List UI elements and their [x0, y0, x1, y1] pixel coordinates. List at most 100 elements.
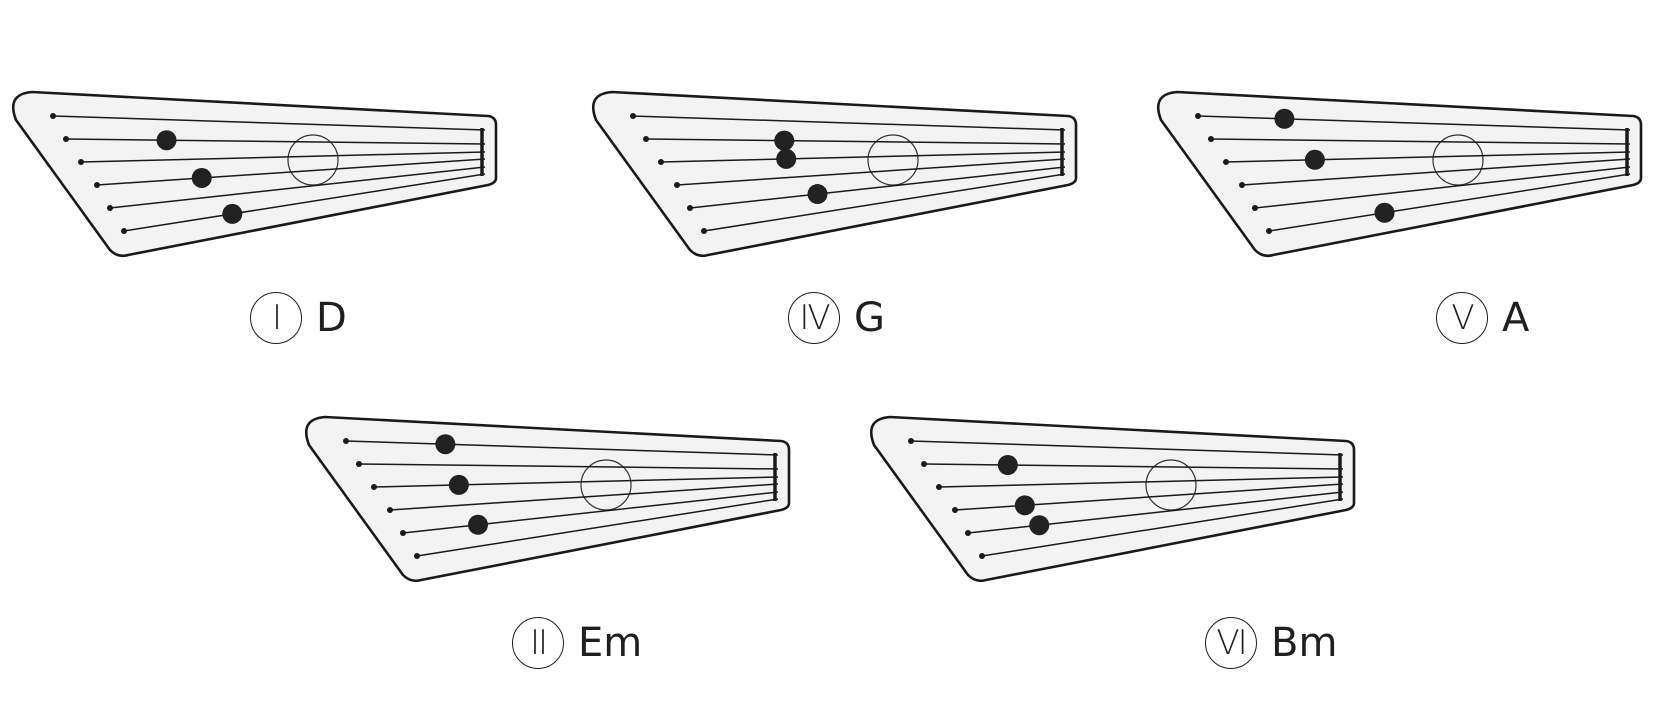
string-anchor-2 — [1208, 136, 1214, 142]
finger-dot-3 — [807, 184, 828, 205]
sound-hole — [1145, 459, 1197, 511]
string-anchor-2 — [63, 136, 69, 142]
string-anchor-2 — [921, 461, 927, 467]
string-anchor-6 — [121, 228, 127, 234]
string-anchor-3 — [371, 484, 377, 490]
chord-diagram-5 — [868, 415, 1428, 615]
zither-body-5 — [869, 415, 1356, 583]
roman-numeral-circle: VI — [1205, 617, 1257, 669]
string-anchor-1 — [1195, 113, 1201, 119]
chord-diagram-3 — [1155, 90, 1680, 290]
string-anchor-5 — [1252, 205, 1258, 211]
finger-dot-2 — [1014, 495, 1035, 516]
string-anchor-2 — [356, 461, 362, 467]
string-anchor-3 — [936, 484, 942, 490]
chord-name: G — [854, 295, 885, 341]
string-anchor-6 — [979, 553, 985, 559]
string-anchor-1 — [50, 113, 56, 119]
string-2 — [645, 138, 1066, 145]
string-6 — [123, 173, 486, 232]
string-6 — [981, 498, 1344, 557]
zither-body-1 — [11, 90, 498, 258]
string-anchor-1 — [630, 113, 636, 119]
string-anchor-4 — [674, 182, 680, 188]
string-2 — [358, 463, 779, 470]
chord-caption-4: II Em — [512, 613, 642, 673]
string-anchor-6 — [414, 553, 420, 559]
finger-dot-1 — [1274, 108, 1295, 129]
finger-dot-2 — [448, 474, 469, 495]
string-anchor-4 — [1239, 182, 1245, 188]
string-anchor-6 — [1266, 228, 1272, 234]
chord-caption-3: V A — [1436, 288, 1529, 348]
finger-dot-3 — [222, 203, 243, 224]
string-1 — [632, 115, 1066, 131]
zither-body-2 — [591, 90, 1078, 258]
finger-dot-1 — [156, 130, 177, 151]
string-anchor-4 — [387, 507, 393, 513]
string-anchor-4 — [94, 182, 100, 188]
string-5 — [689, 166, 1066, 209]
string-anchor-3 — [658, 159, 664, 165]
string-3 — [938, 476, 1344, 488]
string-5 — [109, 166, 486, 209]
roman-numeral-circle: II — [512, 617, 564, 669]
roman-numeral-circle: V — [1436, 292, 1488, 344]
string-4 — [96, 158, 486, 186]
string-4 — [676, 158, 1066, 186]
string-3 — [660, 151, 1066, 163]
string-2 — [65, 138, 486, 145]
string-6 — [416, 498, 779, 557]
chord-caption-2: IV G — [788, 288, 885, 348]
string-anchor-6 — [701, 228, 707, 234]
string-5 — [402, 491, 779, 534]
string-anchor-5 — [965, 530, 971, 536]
string-anchor-3 — [1223, 159, 1229, 165]
roman-numeral-circle: I — [250, 292, 302, 344]
finger-dot-2 — [191, 167, 212, 188]
sound-hole — [580, 459, 632, 511]
chord-diagram-2 — [590, 90, 1150, 290]
string-anchor-1 — [343, 438, 349, 444]
finger-dot-2 — [1304, 149, 1325, 170]
string-1 — [52, 115, 486, 131]
string-2 — [1210, 138, 1631, 145]
chord-caption-5: VI Bm — [1205, 613, 1337, 673]
string-anchor-2 — [643, 136, 649, 142]
chord-name: Bm — [1271, 620, 1338, 666]
finger-dot-1 — [435, 434, 456, 455]
string-2 — [923, 463, 1344, 470]
string-3 — [1225, 151, 1631, 163]
string-anchor-5 — [400, 530, 406, 536]
chord-name: D — [316, 295, 347, 341]
finger-dot-1 — [997, 455, 1018, 475]
zither-body-3 — [1156, 90, 1643, 258]
string-anchor-4 — [952, 507, 958, 513]
chord-diagram-4 — [303, 415, 863, 615]
finger-dot-3 — [468, 514, 488, 535]
finger-dot-3 — [1374, 202, 1395, 223]
string-3 — [80, 151, 486, 163]
chord-name: Em — [578, 620, 643, 666]
string-anchor-5 — [107, 205, 113, 211]
string-anchor-3 — [78, 159, 84, 165]
sound-hole — [287, 134, 339, 186]
chord-name: A — [1502, 295, 1530, 341]
finger-dot-2 — [776, 148, 797, 169]
string-anchor-1 — [908, 438, 914, 444]
zither-body-4 — [304, 415, 791, 583]
roman-numeral-circle: IV — [788, 292, 840, 344]
string-6 — [703, 173, 1066, 232]
string-4 — [389, 483, 779, 511]
sound-hole — [867, 134, 919, 186]
sound-hole — [1432, 134, 1484, 186]
chord-caption-1: I D — [250, 288, 347, 348]
string-1 — [345, 440, 779, 456]
string-5 — [1254, 166, 1631, 209]
finger-dot-3 — [1029, 515, 1050, 536]
finger-dot-1 — [774, 130, 795, 151]
string-4 — [1241, 158, 1631, 186]
string-anchor-5 — [687, 205, 693, 211]
string-3 — [373, 476, 779, 488]
string-6 — [1268, 173, 1631, 232]
